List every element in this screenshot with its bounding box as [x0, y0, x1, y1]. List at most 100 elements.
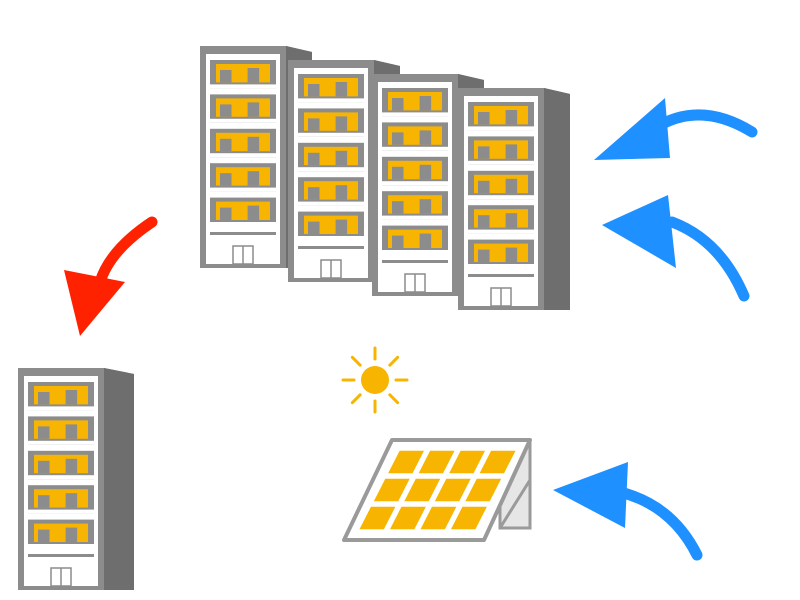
balcony-rail: [210, 222, 276, 226]
window-pane: [392, 166, 404, 180]
window-pane: [419, 164, 432, 180]
window-pane: [419, 233, 432, 248]
window-pane: [392, 201, 404, 214]
window-pane: [335, 150, 348, 166]
window-pane: [247, 68, 260, 83]
window-pane: [38, 460, 50, 474]
window-pane: [308, 152, 320, 166]
balcony-rail: [298, 236, 364, 240]
balcony-rail: [298, 98, 364, 103]
solar-cell: [434, 478, 471, 502]
balcony-rail: [298, 167, 364, 172]
arrow-head: [64, 270, 125, 336]
balcony-rail: [468, 229, 534, 234]
balcony-rail: [28, 509, 94, 514]
window-pane: [478, 180, 490, 194]
window-pane: [247, 171, 260, 186]
balcony-rail: [382, 112, 448, 117]
window-pane: [38, 392, 50, 405]
window-pane: [505, 178, 518, 194]
building-frame: [206, 54, 280, 264]
window-pane: [38, 495, 50, 508]
solar-panel-icon: [342, 438, 532, 542]
solar-cell: [359, 506, 396, 530]
window-pane: [335, 185, 348, 200]
apartment-buildings: [200, 46, 570, 310]
window-pane: [335, 219, 348, 234]
apartment-building-4: [458, 88, 570, 310]
incoming-arrow-middle: [602, 195, 750, 302]
balcony-rail: [210, 153, 276, 158]
balcony-rail: [210, 118, 276, 123]
panel-stand-brace: [498, 479, 532, 529]
sun-disc: [361, 366, 389, 394]
balcony-rail: [28, 406, 94, 411]
balcony-rail: [298, 132, 364, 137]
window-pane: [392, 235, 404, 248]
outgoing-arrow: [64, 216, 158, 336]
window-pane: [65, 458, 78, 474]
balcony-rail: [468, 160, 534, 165]
window-pane: [65, 527, 78, 542]
window-pane: [505, 110, 518, 125]
solar-cell: [388, 450, 425, 474]
window-pane: [65, 390, 78, 405]
entrance-line: [468, 274, 534, 277]
arrows: [64, 98, 758, 561]
sun-ray: [388, 355, 400, 367]
window-pane: [505, 144, 518, 159]
sun-ray: [350, 355, 362, 367]
arrow-shaft: [666, 216, 750, 302]
building-frame: [378, 82, 452, 292]
arrow-shaft: [649, 109, 758, 138]
balcony-rail: [382, 215, 448, 220]
window-pane: [220, 207, 232, 220]
incoming-arrow-bottom: [553, 462, 703, 561]
window-pane: [220, 104, 232, 117]
window-pane: [478, 112, 490, 125]
window-pane: [478, 249, 490, 262]
window-pane: [478, 215, 490, 228]
arrow-shaft: [614, 486, 703, 561]
solar-cell: [389, 506, 426, 530]
solar-cell: [450, 506, 487, 530]
incoming-arrow-top: [594, 98, 758, 160]
window-pane: [335, 116, 348, 131]
sun-ray: [350, 393, 362, 405]
solar-cell: [465, 478, 502, 502]
window-pane: [505, 247, 518, 262]
building-side: [544, 88, 570, 310]
entrance-line: [382, 260, 448, 263]
balcony-rail: [468, 264, 534, 268]
solar-cell: [449, 450, 486, 474]
balcony-rail: [28, 475, 94, 480]
entrance-line: [298, 246, 364, 249]
window-pane: [38, 529, 50, 542]
window-pane: [478, 146, 490, 159]
window-pane: [247, 205, 260, 220]
window-pane: [419, 96, 432, 111]
window-pane: [247, 136, 260, 152]
window-pane: [392, 98, 404, 111]
solar-cell: [479, 450, 516, 474]
window-pane: [308, 187, 320, 200]
entrance-line: [28, 554, 94, 557]
balcony-rail: [28, 544, 94, 548]
sun-ray: [388, 393, 400, 405]
arrow-head: [553, 462, 628, 528]
window-pane: [419, 130, 432, 145]
balcony-rail: [298, 201, 364, 206]
building-frame: [24, 376, 98, 586]
building-side: [104, 368, 134, 590]
building-frame: [294, 68, 368, 278]
window-pane: [65, 493, 78, 508]
solar-cell: [420, 506, 457, 530]
arrow-head: [594, 98, 670, 160]
window-pane: [65, 424, 78, 439]
single-apartment-building: [18, 368, 134, 590]
balcony-rail: [28, 440, 94, 445]
building-frame: [464, 96, 538, 306]
window-pane: [220, 173, 232, 186]
window-pane: [335, 82, 348, 97]
